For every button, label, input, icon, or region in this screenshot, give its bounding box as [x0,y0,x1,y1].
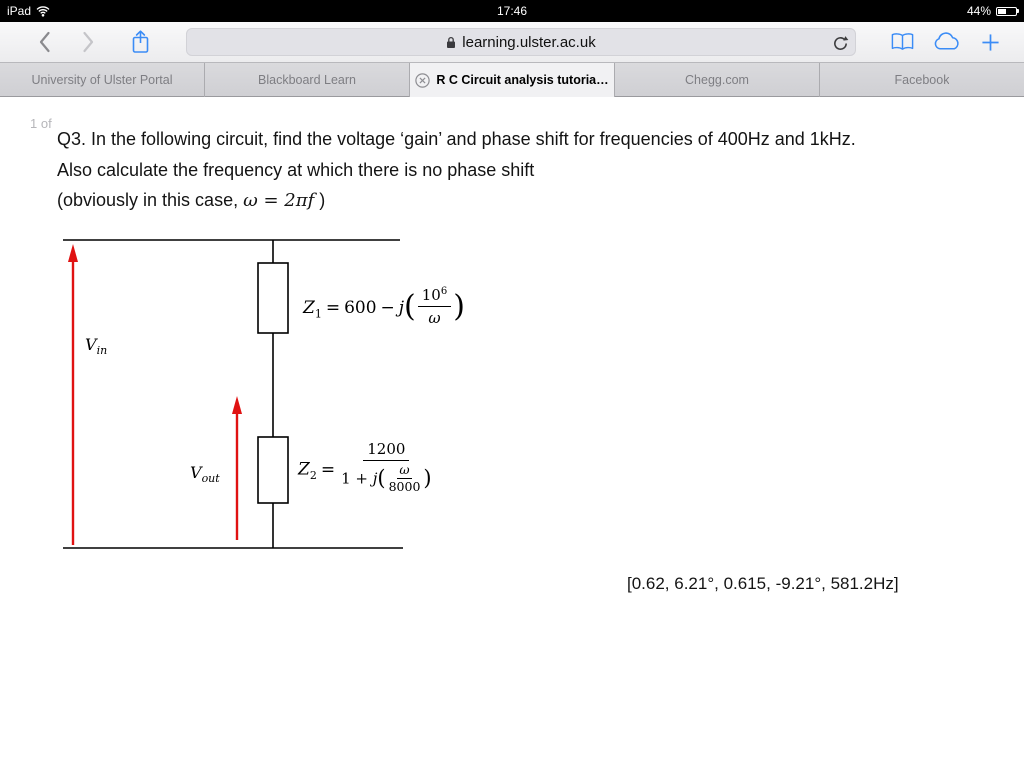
answers-text: [0.62, 6.21°, 0.615, -9.21°, 581.2Hz] [627,574,899,593]
circuit-diagram [63,239,403,549]
vin-label: Vin [85,335,108,358]
circuit-figure [60,232,520,562]
z1-box [257,262,289,334]
share-icon [132,30,148,53]
url-field[interactable]: learning.ulster.ac.uk [186,28,856,56]
status-bar: iPad 17:46 44% [0,0,1024,22]
bookmarks-icon [891,33,913,50]
vin-arrowhead [68,244,78,262]
tab-chegg[interactable]: Chegg.com [614,63,819,97]
plus-icon [981,33,999,51]
wifi-icon [36,5,50,17]
reload-icon [833,35,848,50]
device-label: iPad [7,4,32,18]
question-text: Q3. In the following circuit, find the v… [57,124,987,217]
tab-label: Blackboard Learn [258,73,356,87]
page-indicator: 1 of [30,116,52,131]
lock-icon [446,36,456,49]
status-time: 17:46 [496,4,528,18]
question-line-3: (obviously in this case, ω = 2πf ) [57,190,326,211]
cloud-icon [934,32,959,50]
tab-bar: University of Ulster Portal Blackboard L… [0,62,1024,97]
icloud-tabs-button[interactable] [924,22,968,62]
battery-icon [996,6,1019,16]
page-content: 1 of Q3. In the following circuit, find … [0,97,1024,768]
status-right: 44% [966,0,1019,22]
new-tab-button[interactable] [968,22,1012,62]
chevron-left-icon [39,31,50,53]
bookmarks-button[interactable] [880,22,924,62]
question-line-1: Q3. In the following circuit, find the v… [57,129,856,149]
share-button[interactable] [118,22,162,62]
close-tab-icon[interactable] [415,72,431,88]
tab-label: R C Circuit analysis tutoria… [436,73,609,87]
battery-percent: 44% [966,4,991,18]
tab-label: University of Ulster Portal [31,73,173,87]
tab-label: Facebook [894,73,950,87]
question-line-2: Also calculate the frequency at which th… [57,159,535,180]
z2-box [257,436,289,504]
vout-arrowhead [232,396,242,414]
safari-toolbar: learning.ulster.ac.uk [0,22,1024,62]
tab-facebook[interactable]: Facebook [819,63,1024,97]
vout-label: Vout [190,463,220,486]
url-text: learning.ulster.ac.uk [462,33,596,51]
reload-button[interactable] [830,33,850,53]
back-button[interactable] [22,22,66,62]
tab-blackboard-learn[interactable]: Blackboard Learn [204,63,409,97]
tab-rc-circuit-analysis[interactable]: R C Circuit analysis tutoria… [409,63,614,97]
tab-university-of-ulster-portal[interactable]: University of Ulster Portal [0,63,204,97]
forward-button[interactable] [66,22,110,62]
tab-label: Chegg.com [685,73,749,87]
status-left: iPad [7,0,50,22]
chevron-right-icon [82,31,93,53]
